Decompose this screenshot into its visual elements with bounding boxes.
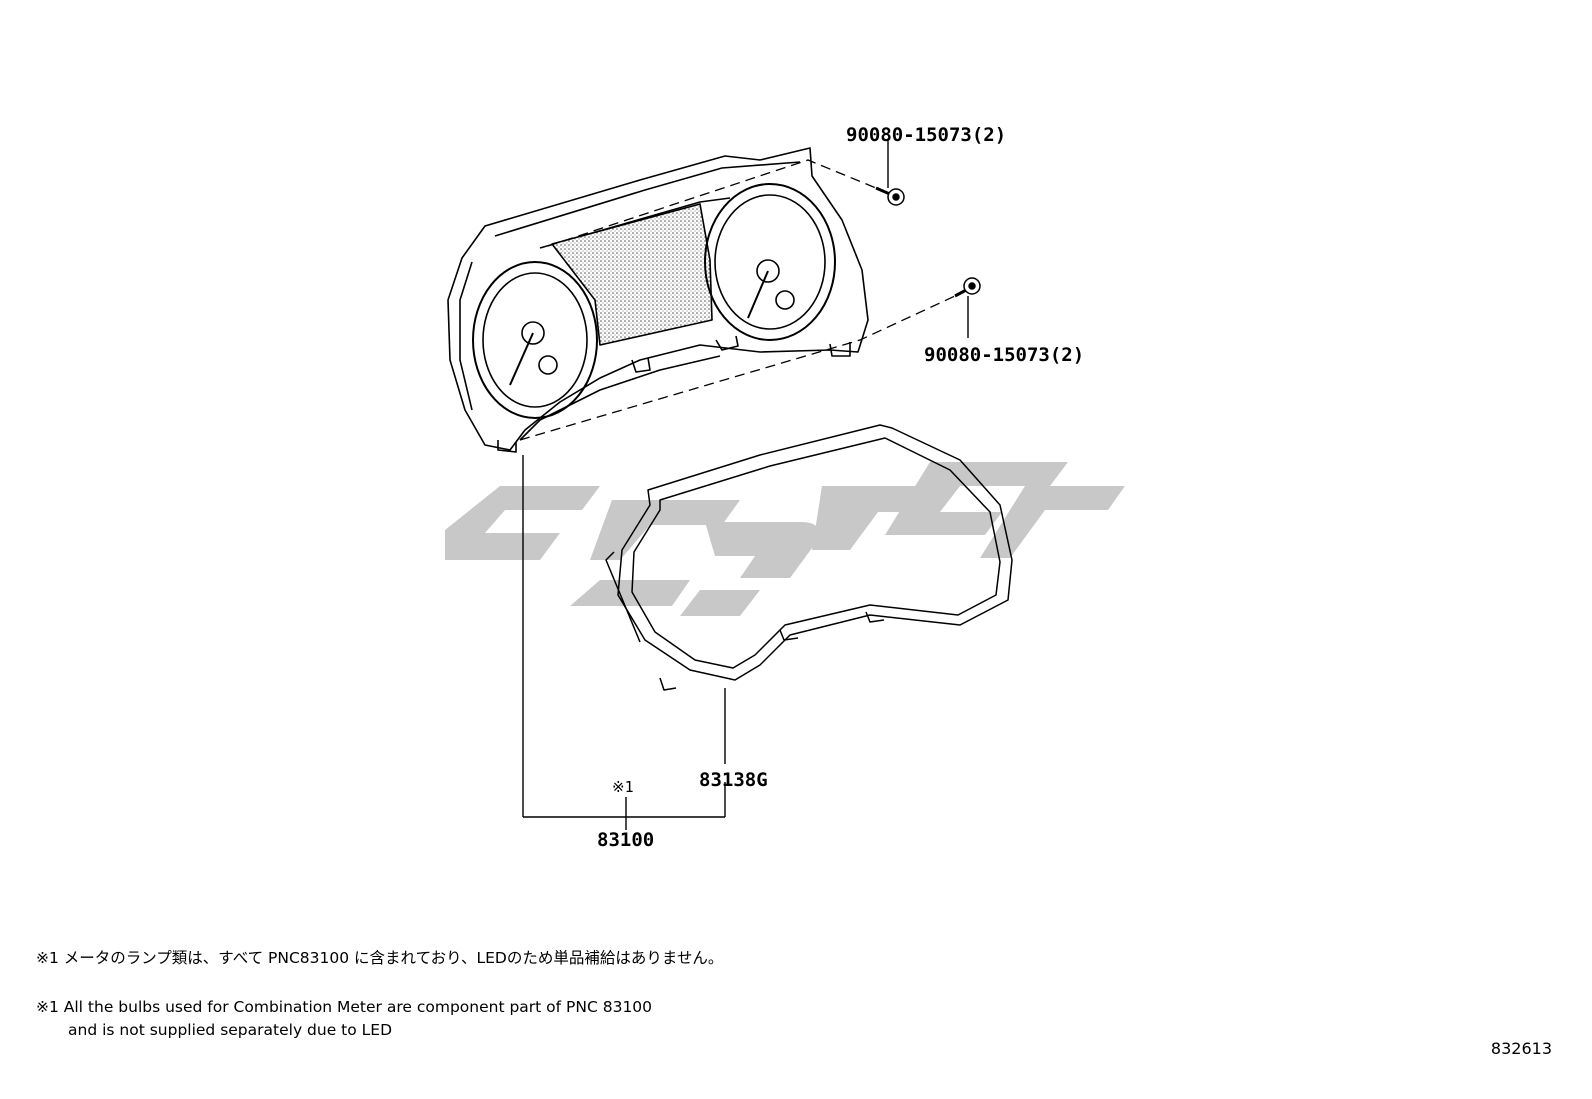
- screw-top: [875, 186, 905, 206]
- assembly-guide-lines: [519, 159, 956, 441]
- label-meter-reference: ※1: [612, 778, 634, 796]
- leader-lines: [522, 140, 969, 830]
- label-screw-top: 90080-15073(2): [846, 124, 1006, 146]
- watermark-logo: [445, 462, 1125, 616]
- note-japanese: ※1 メータのランプ類は、すべて PNC83100 に含まれており、LEDのため…: [36, 949, 724, 967]
- label-meter-glass: 83138G: [699, 769, 768, 791]
- right-gauge-ring: [704, 183, 836, 341]
- diagram-id: 832613: [1490, 1039, 1552, 1058]
- display-screen-panel: [551, 203, 713, 346]
- meter-glass-outer: [617, 424, 1013, 681]
- left-gauge-ring: [472, 261, 598, 419]
- meter-glass-drawing: [605, 424, 1013, 691]
- screw-right: [954, 277, 981, 298]
- label-combination-meter: 83100: [597, 829, 654, 851]
- label-screw-right: 90080-15073(2): [924, 344, 1084, 366]
- note-english-line-1: ※1 All the bulbs used for Combination Me…: [36, 998, 653, 1016]
- combination-meter-drawing: [447, 147, 869, 453]
- note-english-line-2: and is not supplied separately due to LE…: [68, 1021, 393, 1039]
